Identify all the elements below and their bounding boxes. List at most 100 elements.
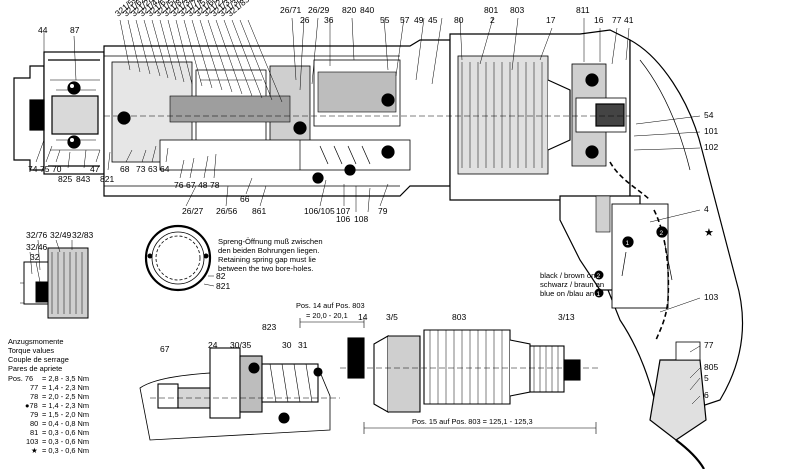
callout-80: 80 <box>454 15 464 25</box>
inset-label-32-76: 32/76 <box>26 230 48 240</box>
torque-heading-de: Anzugsmomente <box>8 337 63 346</box>
callout-26-27: 26/27 <box>182 206 204 216</box>
main-assembly <box>13 29 744 470</box>
torque-mark-0: Pos. 76 <box>8 374 33 383</box>
torque-val-4: = 1,5 - 2,0 Nm <box>42 410 89 419</box>
callout-26-71: 26/71 <box>280 5 302 15</box>
ring-note-en-1: Retaining spring gap must lie <box>218 255 316 264</box>
lower-label-24: 24 <box>208 340 218 350</box>
callout-66: 66 <box>240 194 250 204</box>
callout-108: 108 <box>354 214 368 224</box>
callout-2: 2 <box>490 15 495 25</box>
torque-val-1: = 1,4 - 2,3 Nm <box>42 383 89 392</box>
torque-mark-2: 78 <box>30 392 38 401</box>
torque-val-3: = 1,4 - 2,3 Nm <box>42 401 89 410</box>
ring-note: Spreng-Öffnung muß zwischen den beiden B… <box>216 237 323 291</box>
callout-63: 63 <box>148 164 158 174</box>
callout-74: 74 <box>28 164 38 174</box>
torque-val-6: = 0,3 - 0,6 Nm <box>42 428 89 437</box>
torque-heading-en: Torque values <box>8 346 54 355</box>
dim-top-line1: Pos. 14 auf Pos. 803 <box>296 301 365 310</box>
callout-840: 840 <box>360 5 374 15</box>
wire-note-3: blue on /blau an <box>540 289 594 298</box>
lower-label-803: 803 <box>452 312 466 322</box>
torque-mark-6: 81 <box>30 428 38 437</box>
callout-57: 57 <box>400 15 410 25</box>
callout-49: 49 <box>414 15 424 25</box>
callout-78: 78 <box>210 180 220 190</box>
dim-bottom: Pos. 15 auf Pos. 803 = 125,1 - 125,3 <box>412 417 533 426</box>
callout-805: 805 <box>704 362 718 372</box>
inset-label-32-49: 32/49 <box>50 230 72 240</box>
callout-64: 64 <box>160 164 170 174</box>
callout-861: 861 <box>252 206 266 216</box>
inset-label-32-46: 32/46 <box>26 242 48 252</box>
ring-label-821: 821 <box>216 281 230 291</box>
labels-bottom: 74 75 70 825 843 47 821 68 73 63 64 76 6… <box>28 164 388 224</box>
dimension-notes: Pos. 14 auf Pos. 803 = 20,0 - 20,1 Pos. … <box>296 301 533 426</box>
callout-67: 67 <box>186 180 196 190</box>
wire-note: black / brown on schwarz / braun an blue… <box>540 227 667 298</box>
callout-68: 68 <box>120 164 130 174</box>
callout-54: 54 <box>704 110 714 120</box>
torque-mark-1: 77 <box>30 383 38 392</box>
callout-16: 16 <box>594 15 604 25</box>
callout-79: 79 <box>378 206 388 216</box>
callout-17: 17 <box>546 15 556 25</box>
wire-marker-1: 1 <box>597 291 601 298</box>
callout-leaders-bottom <box>35 115 701 405</box>
callout-45: 45 <box>428 15 438 25</box>
callout-87: 87 <box>70 25 80 35</box>
callout-101: 101 <box>704 126 718 136</box>
lower-labels: 823 67 24 30/35 30 31 14 3/5 803 3/13 <box>160 312 575 354</box>
lower-label-30: 30 <box>282 340 292 350</box>
wire-marker-2: 2 <box>597 273 601 280</box>
ring-note-de-2: den beiden Bohrungen liegen. <box>218 246 319 255</box>
torque-val-5: = 0,4 - 0,8 Nm <box>42 419 89 428</box>
callout-102: 102 <box>704 142 718 152</box>
torque-mark-8: ★ <box>31 446 38 455</box>
lower-assembly <box>139 318 600 441</box>
inset-labels: 32/76 32/49 32/83 32/46 32 <box>26 230 94 262</box>
callout-825: 825 <box>58 174 72 184</box>
inset-32-assembly <box>20 239 89 319</box>
callout-55: 55 <box>380 15 390 25</box>
ring-note-en-2: between the two bore-holes. <box>218 264 313 273</box>
callout-843: 843 <box>76 174 90 184</box>
torque-mark-4: 79 <box>30 410 38 419</box>
lower-label-3-13: 3/13 <box>558 312 575 322</box>
callout-801: 801 <box>484 5 498 15</box>
lower-label-67: 67 <box>160 344 170 354</box>
callout-36: 36 <box>324 15 334 25</box>
labels-right: 54 101 102 4 ★ 103 77 805 5 6 <box>704 110 718 400</box>
callout-47: 47 <box>90 164 100 174</box>
lower-label-31: 31 <box>298 340 308 350</box>
callout-107: 107 <box>336 206 350 216</box>
torque-val-7: = 0,3 - 0,6 Nm <box>42 437 89 446</box>
star-marker: ★ <box>704 227 714 239</box>
callout-26-29: 26/29 <box>308 5 330 15</box>
switch-marker-1: 1 <box>626 240 630 247</box>
wire-note-2: schwarz / braun an <box>540 280 604 289</box>
callout-73: 73 <box>136 164 146 174</box>
callout-106-105: 106/105 <box>304 206 335 216</box>
callout-48: 48 <box>198 180 208 190</box>
callout-803: 803 <box>510 5 524 15</box>
torque-heading-fr: Couple de serrage <box>8 355 69 364</box>
callout-77-top: 77 <box>612 15 622 25</box>
torque-mark-3: ●78 <box>25 401 38 410</box>
callout-103: 103 <box>704 292 718 302</box>
torque-mark-5: 80 <box>30 419 38 428</box>
callout-76: 76 <box>174 180 184 190</box>
callout-26: 26 <box>300 15 310 25</box>
labels-top: 44 87 321/59 321/62 321/28 321/42 321/63… <box>38 0 634 35</box>
torque-heading-es: Pares de apriete <box>8 364 62 373</box>
torque-val-2: = 2,0 - 2,5 Nm <box>42 392 89 401</box>
callout-820: 820 <box>342 5 356 15</box>
callout-4: 4 <box>704 204 709 214</box>
callout-6: 6 <box>704 390 709 400</box>
switch-marker-2: 2 <box>660 230 664 237</box>
lower-label-14: 14 <box>358 312 368 322</box>
